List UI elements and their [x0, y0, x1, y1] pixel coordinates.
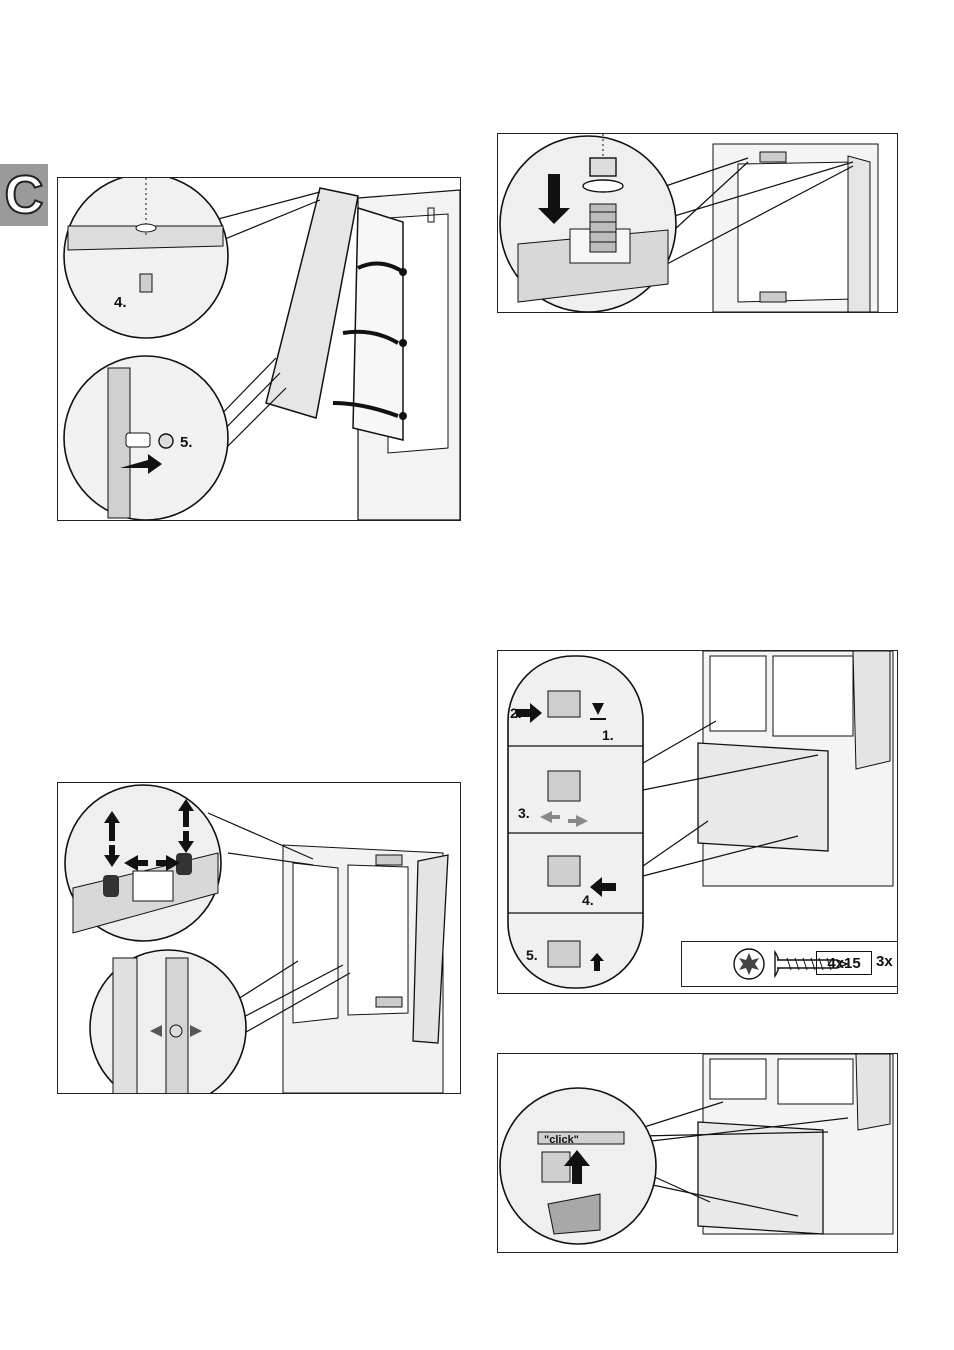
- step-label-5: 5.: [526, 947, 538, 963]
- figure-plinth-mount: 1. 2. 3. 4. 5. 4x15 3x: [497, 650, 898, 994]
- screw-quantity: 3x: [876, 953, 893, 970]
- section-letter: C: [5, 168, 44, 222]
- screw-size: 4x15: [816, 951, 872, 975]
- nut-washer-illustration: [498, 134, 897, 312]
- step-label-4: 4.: [582, 892, 594, 908]
- step-label-2: 2.: [510, 705, 522, 721]
- plinth-click-illustration: [498, 1054, 897, 1252]
- step-label-5: 5.: [180, 434, 193, 451]
- door-panel-illustration: [58, 178, 460, 520]
- figure-door-adjust: [57, 782, 461, 1094]
- door-adjust-illustration: [58, 783, 460, 1093]
- section-tab: C: [0, 164, 48, 226]
- click-label: "click": [544, 1134, 579, 1146]
- figure-nut-washer: [497, 133, 898, 313]
- step-label-1: 1.: [602, 727, 614, 743]
- figure-plinth-click: "click": [497, 1053, 898, 1253]
- step-label-3: 3.: [518, 805, 530, 821]
- step-label-4: 4.: [114, 294, 127, 311]
- screw-spec-box: 4x15 3x: [681, 941, 898, 987]
- figure-door-panel: 4. 5.: [57, 177, 461, 521]
